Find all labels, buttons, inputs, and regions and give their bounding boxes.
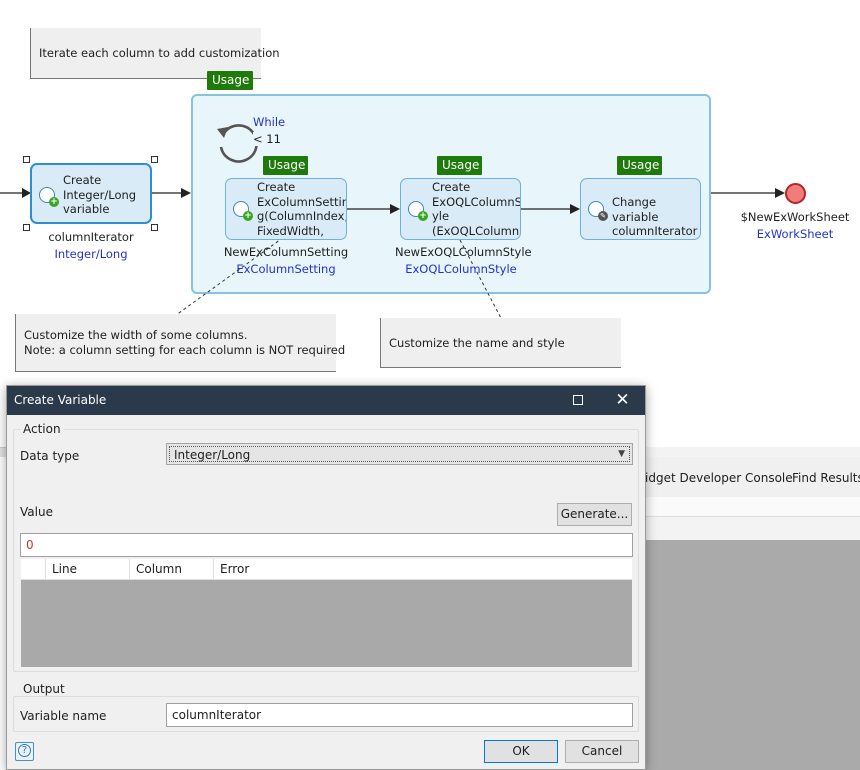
annotation-name-style[interactable]: Customize the name and style bbox=[380, 318, 621, 368]
activity-text-line: FixedWidth, ExC bbox=[257, 223, 324, 240]
activity-text-line: variable bbox=[63, 202, 110, 216]
selection-handle[interactable] bbox=[23, 224, 30, 231]
help-glyph: ? bbox=[18, 744, 31, 757]
activity-text-line: (ExOQLColumnS bbox=[432, 223, 521, 238]
variable-name-label: Variable name bbox=[20, 709, 107, 723]
end-return-variable: $NewExWorkSheet bbox=[740, 210, 850, 224]
selection-handle[interactable] bbox=[23, 156, 30, 163]
grid-column-column[interactable]: Column bbox=[129, 559, 213, 580]
output-group bbox=[13, 696, 639, 732]
tab-developer-console[interactable]: idget Developer Console bbox=[645, 471, 793, 485]
bottom-tool-panel: idget Developer Console Find Results 2 bbox=[645, 447, 860, 770]
activity-create-integer-variable[interactable]: + Create Integer/Long variable bbox=[30, 163, 152, 224]
activity-create-excolumnsetting[interactable]: + Create ExColumnSettin g(ColumnIndex, F… bbox=[225, 178, 347, 240]
activity-text-line: Change variable bbox=[612, 195, 659, 224]
output-variable-name: NewExColumnSetting bbox=[223, 245, 349, 259]
cancel-button[interactable]: Cancel bbox=[565, 740, 639, 763]
generate-button[interactable]: Generate... bbox=[557, 503, 632, 526]
end-return-type: ExWorkSheet bbox=[756, 227, 834, 241]
variable-name-input[interactable]: columnIterator bbox=[166, 703, 633, 727]
variable-name-value: columnIterator bbox=[172, 708, 262, 722]
create-variable-icon: + bbox=[39, 187, 59, 207]
grid-column-line[interactable]: Line bbox=[45, 559, 129, 580]
activity-text-line: ExColumnSettin bbox=[257, 194, 347, 209]
error-grid-header: Line Column Error bbox=[21, 559, 632, 580]
create-object-icon: + bbox=[233, 201, 253, 221]
annotation-column-width[interactable]: Customize the width of some columns. Not… bbox=[15, 314, 345, 372]
data-type-value: Integer/Long bbox=[174, 448, 251, 462]
activity-text-line: ExOQLColumnSt bbox=[432, 194, 521, 209]
activity-text-line: Create bbox=[63, 173, 102, 187]
data-type-select[interactable]: Integer/Long ▼ bbox=[166, 443, 633, 465]
dialog-titlebar[interactable]: Create Variable ✕ bbox=[7, 386, 645, 415]
activity-change-variable[interactable]: ✎ Change variable columnIterator bbox=[580, 178, 701, 240]
activity-text-line: Create bbox=[432, 180, 471, 194]
ok-button[interactable]: OK bbox=[484, 740, 558, 763]
results-area bbox=[645, 540, 860, 770]
close-icon[interactable]: ✕ bbox=[615, 390, 630, 410]
output-group-label: Output bbox=[20, 682, 68, 696]
activity-text-line: yle bbox=[432, 209, 450, 223]
action-group bbox=[13, 429, 639, 672]
activity-text-line: Integer/Long bbox=[63, 187, 137, 202]
help-icon[interactable]: ? bbox=[15, 742, 34, 761]
activity-text-line: g(ColumnIndex, bbox=[257, 209, 347, 223]
change-variable-icon: ✎ bbox=[588, 201, 608, 221]
output-variable-name: columnIterator bbox=[48, 230, 134, 244]
tab-find-results[interactable]: Find Results 2 bbox=[792, 471, 860, 485]
dialog-title: Create Variable bbox=[14, 393, 107, 407]
value-expression-input[interactable]: 0 bbox=[20, 533, 633, 557]
create-variable-dialog: Create Variable ✕ Action Data type Integ… bbox=[6, 385, 646, 770]
output-variable-type: Integer/Long bbox=[54, 247, 128, 261]
activity-text-line: Create bbox=[257, 180, 296, 194]
value-expression-text: 0 bbox=[26, 538, 34, 552]
loop-type-label: While bbox=[253, 115, 286, 129]
output-variable-type: ExColumnSetting bbox=[236, 262, 336, 276]
chevron-down-icon: ▼ bbox=[618, 449, 625, 459]
flow-connectors bbox=[0, 188, 785, 321]
selection-handle[interactable] bbox=[151, 156, 158, 163]
value-label: Value bbox=[20, 505, 53, 519]
data-type-label: Data type bbox=[20, 449, 80, 463]
annotation-text: Note: a column setting for each column i… bbox=[24, 343, 346, 357]
usage-tag: Usage bbox=[437, 156, 482, 175]
grid-column-error[interactable]: Error bbox=[213, 559, 632, 580]
end-event[interactable] bbox=[785, 183, 806, 204]
annotation-text: Customize the width of some columns. bbox=[24, 328, 248, 342]
error-grid-body bbox=[21, 580, 632, 667]
usage-tag: Usage bbox=[617, 156, 662, 175]
loop-condition: < 11 bbox=[253, 132, 281, 146]
create-object-icon: + bbox=[408, 201, 428, 221]
usage-tag: Usage bbox=[263, 156, 308, 175]
maximize-icon[interactable] bbox=[555, 386, 600, 415]
annotation-text: Iterate each column to add customization bbox=[39, 46, 280, 60]
activity-create-exoqlcolumnstyle[interactable]: + Create ExOQLColumnSt yle (ExOQLColumnS bbox=[400, 178, 521, 240]
output-variable-type: ExOQLColumnStyle bbox=[405, 262, 517, 276]
action-group-label: Action bbox=[20, 422, 64, 436]
selection-handle[interactable] bbox=[151, 224, 158, 231]
loop-usage-tag: Usage bbox=[207, 71, 253, 90]
activity-text-line: columnIterator bbox=[612, 224, 698, 238]
annotation-iterate[interactable]: Iterate each column to add customization bbox=[30, 28, 280, 79]
annotation-text: Customize the name and style bbox=[389, 336, 565, 350]
loop-icon bbox=[217, 124, 258, 163]
output-variable-name: NewExOQLColumnStyle bbox=[395, 245, 532, 259]
